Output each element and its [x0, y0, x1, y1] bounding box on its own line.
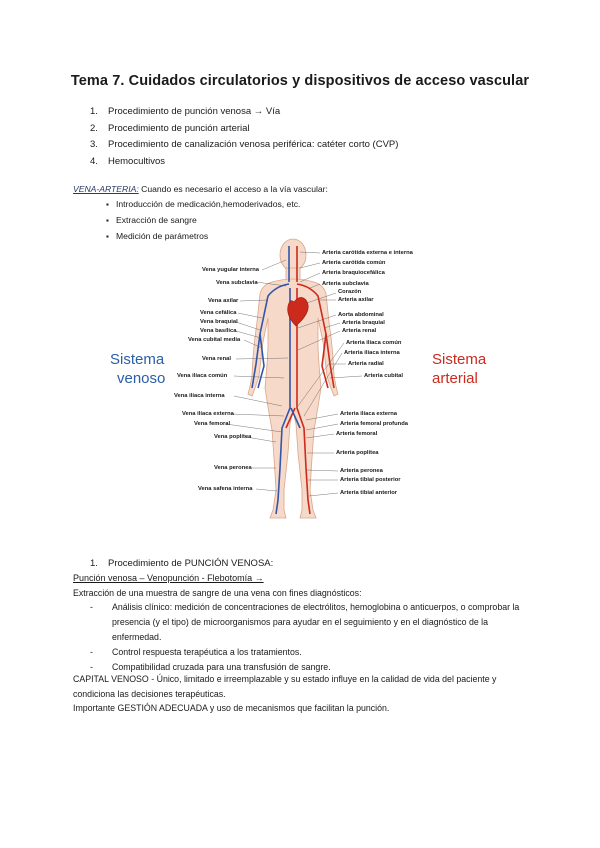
label-arteria-cubital: Arteria cubital [364, 373, 403, 379]
artery-labels: Arteria carótida externa e interna Arter… [322, 250, 414, 496]
label-arteria-femoral-profunda: Arteria femoral profunda [340, 421, 409, 427]
label-vena-cefalica: Vena cefálica [200, 310, 237, 316]
label-vena-braquial: Vena braquial [200, 319, 238, 325]
label-arteria-subclavia: Arteria subclavia [322, 281, 369, 287]
label-arteria-radial: Arteria radial [348, 361, 384, 367]
index-text: Hemocultivos [108, 155, 166, 167]
purpose-item: Compatibilidad cruzada para una transfus… [90, 660, 522, 675]
label-leader-lines [225, 251, 363, 497]
sistema-venoso-title-1: Sistema [110, 351, 165, 368]
label-arteria-iliaca-interna: Arteria ilíaca interna [344, 350, 401, 356]
heart-shape [287, 297, 309, 327]
label-arteria-tibial-posterior: Arteria tibial posterior [340, 477, 401, 483]
access-uses-list: Introducción de medicación,hemoderivados… [106, 196, 300, 244]
index-number: 3. [90, 139, 98, 150]
index-number: 2. [90, 122, 98, 134]
purpose-item: Análisis clínico: medición de concentrac… [90, 600, 522, 645]
index-text: Procedimiento de punción arterial [108, 122, 250, 134]
bullet-item: Extracción de sangre [106, 212, 300, 228]
label-arteria-poplitea: Arteria poplítea [336, 450, 379, 456]
label-vena-iliaca-externa: Vena ilíaca externa [182, 411, 235, 417]
label-arteria-tibial-anterior: Arteria tibial anterior [340, 490, 398, 496]
label-vena-basilica: Vena basílica [200, 328, 237, 334]
label-arteria-braquial: Arteria braquial [342, 320, 385, 326]
bullet-item: Introducción de medicación,hemoderivados… [106, 196, 300, 212]
vein-labels: Vena yugular interna Vena subclavia Vena… [174, 267, 260, 492]
label-vena-peronea: Vena peronea [214, 465, 252, 471]
index-number: 4. [90, 155, 98, 167]
intro-lead: VENA-ARTERIA: [73, 184, 139, 194]
index-text: Procedimiento de canalización venosa per… [108, 139, 399, 150]
label-arteria-braquiocefalica: Arteria braquiocefálica [322, 270, 386, 276]
label-arteria-iliaca-externa: Arteria ilíaca externa [340, 411, 398, 417]
label-vena-yugular-interna: Vena yugular interna [202, 267, 260, 273]
label-vena-axilar: Vena axilar [208, 298, 239, 304]
sistema-arterial-title-2: arterial [432, 370, 478, 387]
section-heading-puncion-venosa: 1. Procedimiento de PUNCIÓN VENOSA: [90, 558, 273, 569]
venous-vessels [251, 246, 301, 515]
label-vena-renal: Vena renal [202, 356, 231, 362]
label-arteria-renal: Arteria renal [342, 328, 377, 334]
vena-arteria-intro: VENA-ARTERIA: Cuando es necesario el acc… [73, 184, 328, 194]
label-arteria-axilar: Arteria axilar [338, 297, 374, 303]
index-text: Procedimiento de punción venosa → Vía [108, 106, 281, 117]
extraction-definition: Extracción de una muestra de sangre de u… [73, 588, 362, 598]
topic-index-list: 1.Procedimiento de punción venosa → Vía … [90, 104, 398, 170]
label-vena-subclavia: Vena subclavia [216, 280, 258, 286]
intro-text: Cuando es necesario el acceso a la vía v… [138, 184, 328, 194]
label-vena-iliaca-comun: Vena ilíaca común [177, 373, 228, 379]
section-number: 1. [90, 558, 98, 569]
label-arteria-femoral: Arteria femoral [336, 431, 378, 437]
label-vena-iliaca-interna: Vena ilíaca interna [174, 393, 225, 399]
section-text: Procedimiento de PUNCIÓN VENOSA: [108, 558, 274, 569]
label-arteria-iliaca-comun: Arteria ilíaca común [346, 340, 402, 346]
page-title: Tema 7. Cuidados circulatorios y disposi… [70, 73, 530, 89]
label-arteria-carotida-externa-interna: Arteria carótida externa e interna [322, 250, 414, 256]
index-item: 4. Hemocultivos [90, 154, 398, 171]
circulatory-system-figure: Sistema venoso Sistema arterial [110, 238, 487, 519]
bullet-item: Medición de parámetros [106, 228, 300, 244]
sistema-arterial-title-1: Sistema [432, 351, 487, 368]
label-arteria-carotida-comun: Arteria carótida común [322, 260, 386, 266]
label-vena-safena-interna: Vena safena interna [198, 486, 253, 492]
label-vena-femoral: Vena femoral [194, 421, 230, 427]
purpose-item: Control respuesta terapéutica a los trat… [90, 645, 522, 660]
label-vena-cubital-media: Vena cubital media [188, 337, 241, 343]
label-arteria-peronea: Arteria peronea [340, 468, 384, 474]
label-vena-poplitea: Vena poplítea [214, 434, 252, 440]
capital-venoso-paragraph: CAPITAL VENOSO - Único, limitado e irree… [73, 674, 497, 699]
subtitle-venopuncion: Punción venosa – Venopunción - Flebotomí… [73, 573, 264, 583]
diagnostic-purposes-list: Análisis clínico: medición de concentrac… [90, 600, 522, 675]
index-number: 1. [90, 106, 98, 117]
sistema-venoso-title-2: venoso [117, 370, 165, 387]
label-aorta-abdominal: Aorta abdominal [338, 312, 384, 318]
index-item: 3. Procedimiento de canalización venosa p… [90, 137, 398, 154]
importante-note: Importante GESTIÓN ADECUADA y uso de mec… [73, 703, 390, 713]
index-item: 1. Procedimiento de punción venosa → Vía [90, 104, 398, 121]
index-item: 2. Procedimiento de punción arterial [90, 121, 398, 138]
label-corazon: Corazón [338, 289, 362, 295]
